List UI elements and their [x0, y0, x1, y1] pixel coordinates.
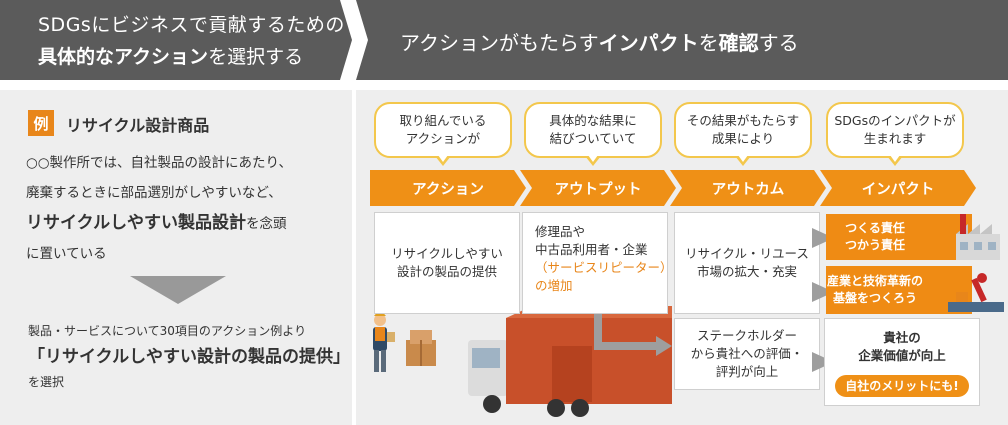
select-note: 製品・サービスについて30項目のアクション例より: [28, 324, 307, 338]
reputation-text: ステークホルダー: [696, 328, 797, 343]
output-text: 修理品や: [535, 224, 586, 239]
example-panel: 例 リサイクル設計商品 ○○製作所では、自社製品の設計にあたり、 廃棄するときに…: [0, 90, 352, 425]
reputation-text: 評判が向上: [715, 364, 779, 379]
header-right-banner: アクションがもたらすインパクトを確認する: [356, 0, 1008, 80]
stage-action: アクション: [370, 170, 526, 206]
action-text: リサイクルしやすい: [391, 246, 503, 261]
example-desc-rest: を念頭: [245, 216, 287, 232]
merit-badge: 自社のメリットにも!: [835, 375, 969, 397]
bubble-text: 成果により: [711, 131, 775, 146]
delivery-illustration: [373, 306, 672, 417]
impact-text: つかう責任: [844, 238, 905, 252]
example-desc-line2: 廃棄するときに部品選別がしやすいなど、: [26, 185, 282, 201]
robot-arm-icon: [948, 273, 1004, 312]
bubble-action: 取り組んでいるアクションが: [374, 102, 512, 166]
output-highlight: の増加: [535, 278, 573, 293]
selected-action: 「リサイクルしやすい設計の製品の提供」: [28, 347, 350, 367]
value-text: 企業価値が向上: [858, 348, 946, 363]
corporate-value-box: 貴社の 企業価値が向上 自社のメリットにも!: [824, 318, 980, 406]
bubble-impact: SDGsのインパクトが生まれます: [826, 102, 964, 166]
value-text: 貴社の: [883, 330, 921, 345]
header-right-mid: を: [698, 31, 719, 55]
bubble-text: 具体的な結果に: [549, 113, 637, 128]
bubble-text: 生まれます: [863, 131, 927, 146]
header-right-post: する: [758, 31, 799, 55]
header-left-banner: SDGsにビジネスで貢献するための 具体的なアクションを選択する: [0, 0, 352, 80]
arrow-to-value: [812, 352, 834, 372]
stage-impact: インパクト: [820, 170, 976, 206]
header-right-bold2: 確認: [718, 31, 759, 55]
arrow-to-impact2: [812, 282, 834, 302]
bubble-text: その結果がもたらす: [686, 113, 800, 128]
stage-outcome: アウトカム: [670, 170, 826, 206]
impact-text: つくる責任: [845, 221, 905, 235]
impact-panel: 取り組んでいるアクションが 具体的な結果に結びついていて その結果がもたらす成果…: [356, 90, 1008, 425]
output-highlight: （サービスリピーター）: [535, 260, 673, 275]
outcome-text: 市場の拡大・充実: [696, 264, 797, 279]
arrow-output-to-reputation: [594, 314, 672, 356]
example-desc-line1: ○○製作所では、自社製品の設計にあたり、: [26, 155, 293, 171]
bubble-text: 取り組んでいる: [399, 113, 487, 128]
header-left-rest: を選択する: [208, 46, 304, 68]
example-desc-line4: に置いている: [26, 246, 107, 262]
bubble-text: SDGsのインパクトが: [834, 113, 956, 128]
header-left-line1: SDGsにビジネスで貢献するための: [38, 14, 345, 36]
stage-output: アウトプット: [520, 170, 676, 206]
impact-text: 基盤をつくろう: [832, 291, 917, 305]
bubble-output: 具体的な結果に結びついていて: [524, 102, 662, 166]
output-box: 修理品や 中古品利用者・企業 （サービスリピーター） の増加: [522, 212, 673, 314]
outcome-box: リサイクル・リユース市場の拡大・充実: [674, 212, 820, 314]
example-badge: 例: [28, 110, 54, 136]
impact-text: 産業と技術革新の: [826, 274, 923, 288]
bubble-tail-inner: [890, 155, 900, 162]
impact-industry-innovation: 産業と技術革新の基盤をつくろう: [826, 266, 972, 314]
header-left-line2: 具体的なアクションを選択する: [38, 42, 303, 69]
outcome-text: リサイクル・リユース: [685, 246, 809, 261]
bubble-tail-inner: [438, 155, 448, 162]
reputation-text: から貴社への評価・: [690, 346, 804, 361]
action-text: 設計の製品の提供: [396, 264, 497, 279]
example-title: リサイクル設計商品: [66, 116, 210, 135]
bubble-text: アクションが: [405, 131, 481, 146]
bubble-tail-inner: [588, 155, 598, 162]
action-box: リサイクルしやすい設計の製品の提供: [374, 212, 520, 314]
arrow-to-impact1: [812, 228, 834, 248]
worker-icon: [373, 312, 395, 372]
output-text: 中古品利用者・企業: [535, 242, 648, 257]
impact-responsible-consumption: つくる責任つかう責任: [826, 214, 972, 260]
header-right-bold1: インパクト: [598, 31, 699, 55]
down-arrow-icon: [130, 276, 226, 304]
header-left-bold: 具体的なアクション: [38, 46, 209, 68]
header-right-title: アクションがもたらすインパクトを確認する: [400, 27, 799, 56]
bubble-text: 結びついていて: [549, 131, 637, 146]
example-desc-bold: リサイクルしやすい製品設計: [26, 213, 246, 233]
example-desc-line3: リサイクルしやすい製品設計を念頭: [26, 208, 346, 239]
factory-icon: [956, 214, 1000, 260]
example-description: ○○製作所では、自社製品の設計にあたり、 廃棄するときに部品選別がしやすいなど、…: [26, 148, 346, 269]
bubble-outcome: その結果がもたらす成果により: [674, 102, 812, 166]
reputation-box: ステークホルダーから貴社への評価・評判が向上: [674, 318, 820, 390]
select-suffix: を選択: [28, 375, 65, 389]
header-right-pre: アクションがもたらす: [400, 31, 599, 55]
cargo-boxes-icon: [406, 330, 436, 366]
bubble-tail-inner: [738, 155, 748, 162]
